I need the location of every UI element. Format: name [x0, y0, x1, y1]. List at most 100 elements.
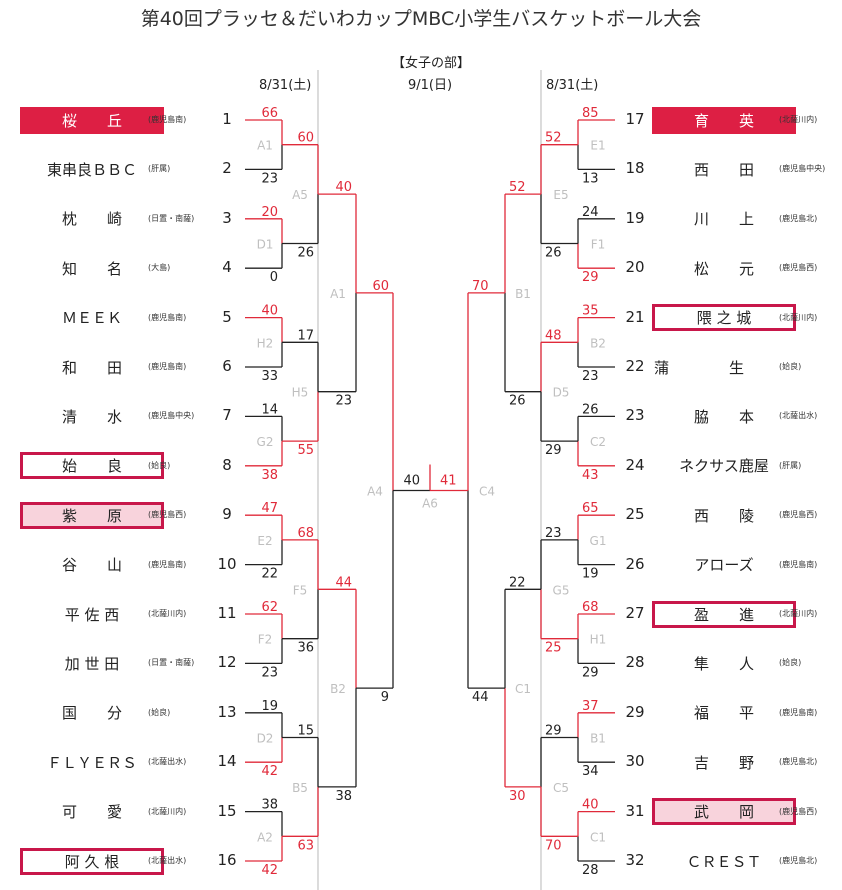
team-name: 蒲 生 [654, 358, 745, 377]
score-top: 38 [261, 798, 278, 813]
seed-number: 17 [625, 110, 645, 128]
team-region: (北薩出水) [779, 411, 818, 421]
final-score-right: 41 [440, 474, 457, 489]
court-label: D1 [257, 238, 274, 252]
score-bottom: 29 [582, 270, 599, 285]
score-top: 35 [582, 304, 599, 319]
team-region: (鹿児島北) [779, 757, 818, 767]
court-label: E2 [257, 534, 272, 548]
court-label: H2 [257, 336, 274, 350]
score-top: 20 [261, 205, 278, 220]
score-bottom: 30 [509, 789, 526, 804]
team-name: 東串良ＢＢＣ [46, 160, 137, 179]
team-region: (日置・南薩) [148, 658, 195, 668]
court-label: E1 [590, 139, 605, 153]
seed-number: 10 [217, 554, 237, 573]
seed-number: 20 [625, 258, 645, 277]
team-region: (北薩川内) [148, 806, 187, 816]
court-label: F2 [258, 633, 273, 647]
team-region: (北薩川内) [779, 609, 818, 618]
score-top: 47 [261, 501, 278, 516]
team-region: (北薩川内) [148, 609, 187, 618]
team-region: (鹿児島中央) [779, 164, 826, 174]
team-name: 枕 崎 [61, 210, 122, 229]
score-bottom: 70 [545, 838, 562, 853]
score-top: 68 [297, 526, 314, 541]
seed-number: 18 [625, 159, 645, 178]
team-name: 川 上 [693, 210, 754, 229]
seed-number: 11 [217, 604, 237, 622]
court-label: A4 [367, 485, 383, 499]
score-bottom: 19 [582, 567, 599, 582]
score-top: 68 [582, 600, 599, 615]
team-name: 清 水 [61, 407, 122, 426]
team-region: (北薩川内) [779, 312, 818, 322]
seed-number: 22 [625, 357, 645, 375]
seed-number: 2 [222, 159, 232, 178]
team-region: (姶良) [779, 362, 802, 371]
score-bottom: 38 [261, 468, 278, 483]
score-bottom: 22 [261, 567, 278, 582]
team-region: (大島) [148, 263, 171, 273]
seed-number: 19 [625, 208, 645, 227]
seed-number: 9 [222, 505, 232, 524]
seed-number: 16 [217, 851, 237, 869]
score-top: 66 [261, 106, 278, 121]
team-region: (日置・南薩) [148, 213, 195, 223]
final-court-label: A6 [422, 497, 438, 511]
score-bottom: 23 [582, 369, 599, 384]
score-top: 48 [545, 328, 562, 343]
court-label: B2 [330, 682, 346, 696]
team-region: (鹿児島南) [148, 559, 187, 569]
team-region: (鹿児島南) [148, 115, 187, 124]
court-label: D5 [553, 386, 570, 400]
score-top: 23 [545, 526, 562, 541]
court-label: G2 [257, 435, 274, 449]
team-name: アローズ [694, 556, 754, 575]
seed-number: 31 [625, 801, 645, 820]
court-label: B1 [590, 732, 606, 746]
court-label: H1 [590, 633, 607, 647]
seed-number: 24 [625, 455, 645, 474]
team-region: (鹿児島西) [779, 806, 818, 816]
seed-number: 30 [625, 752, 645, 771]
team-name: 始 良 [20, 452, 164, 480]
score-top: 70 [472, 279, 489, 294]
seed-number: 12 [217, 653, 237, 672]
team-region: (鹿児島西) [148, 510, 187, 520]
team-region: (肝属) [779, 460, 802, 470]
team-name: 阿 久 根 [20, 847, 164, 875]
score-bottom: 44 [472, 690, 489, 705]
team-name: ＣＲＥＳＴ [686, 852, 762, 871]
team-name: 隼 人 [693, 654, 754, 673]
team-name: 加 世 田 [64, 654, 120, 673]
team-name: 西 田 [693, 160, 754, 179]
score-bottom: 29 [582, 665, 599, 680]
team-name: 谷 山 [61, 556, 122, 575]
score-top: 24 [582, 205, 599, 220]
court-label: E5 [553, 188, 568, 202]
score-bottom: 42 [261, 764, 278, 779]
court-label: H5 [292, 386, 309, 400]
score-top: 40 [582, 798, 599, 813]
team-name: ＭＥＥＫ [61, 309, 122, 328]
seed-number: 1 [222, 110, 232, 128]
score-bottom: 29 [545, 443, 562, 458]
team-region: (北薩出水) [148, 856, 187, 865]
court-label: A1 [257, 139, 273, 153]
score-top: 19 [261, 699, 278, 714]
score-bottom: 0 [270, 270, 278, 285]
score-top: 17 [297, 328, 314, 343]
score-top: 26 [582, 402, 599, 417]
court-label: F1 [591, 238, 606, 252]
court-label: B5 [292, 781, 308, 795]
date-left: 8/31(土) [259, 78, 312, 93]
court-label: A1 [330, 287, 346, 301]
team-region: (鹿児島南) [148, 362, 187, 371]
final-score-left: 40 [403, 474, 420, 489]
team-region: (鹿児島南) [148, 312, 187, 322]
seed-number: 27 [625, 604, 645, 622]
seed-number: 26 [625, 554, 645, 573]
score-top: 65 [582, 501, 599, 516]
court-label: C5 [553, 781, 569, 795]
